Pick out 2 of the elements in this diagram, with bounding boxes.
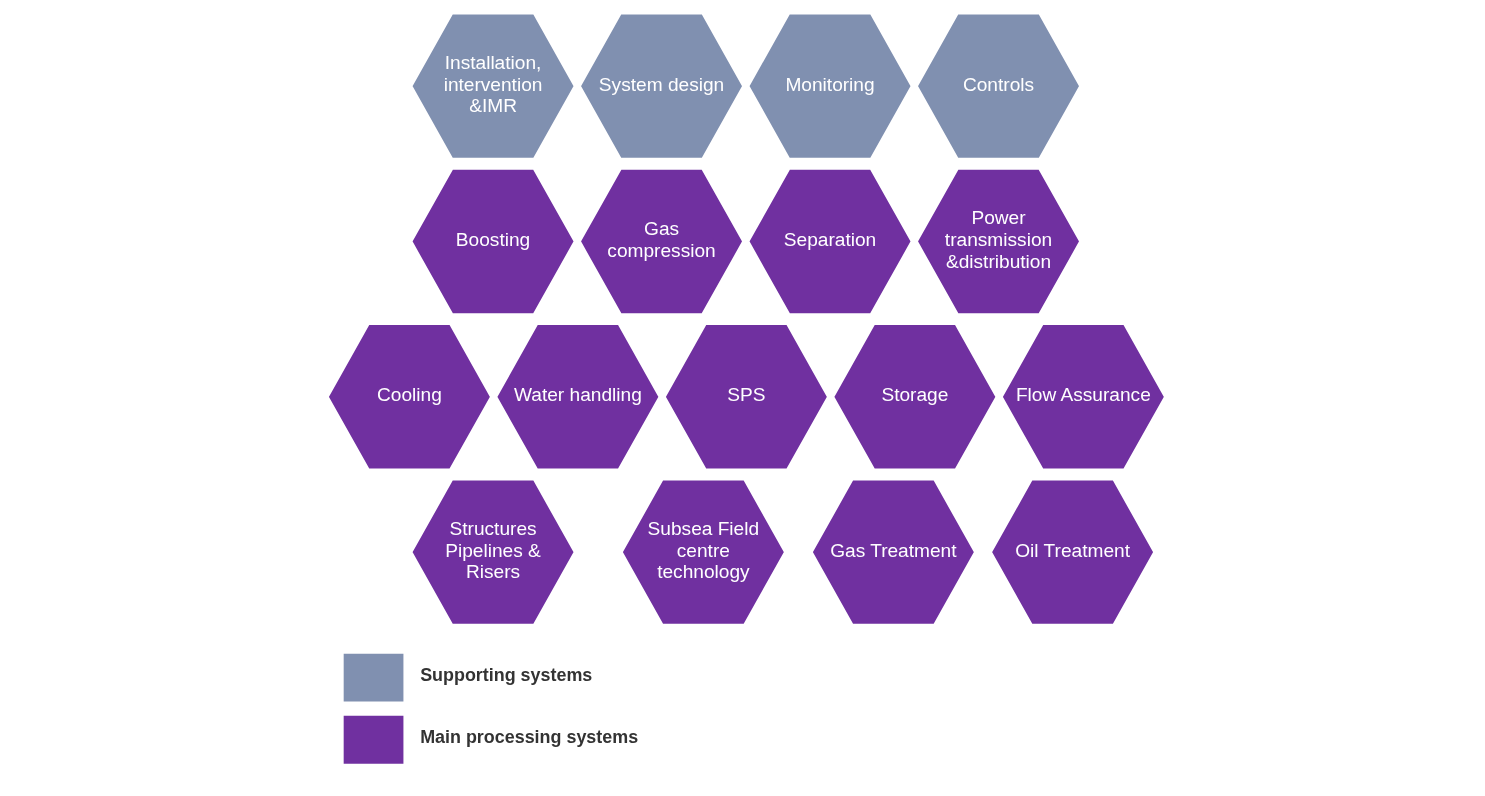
legend-label: Supporting systems <box>420 664 593 685</box>
legend-label: Main processing systems <box>420 726 639 747</box>
